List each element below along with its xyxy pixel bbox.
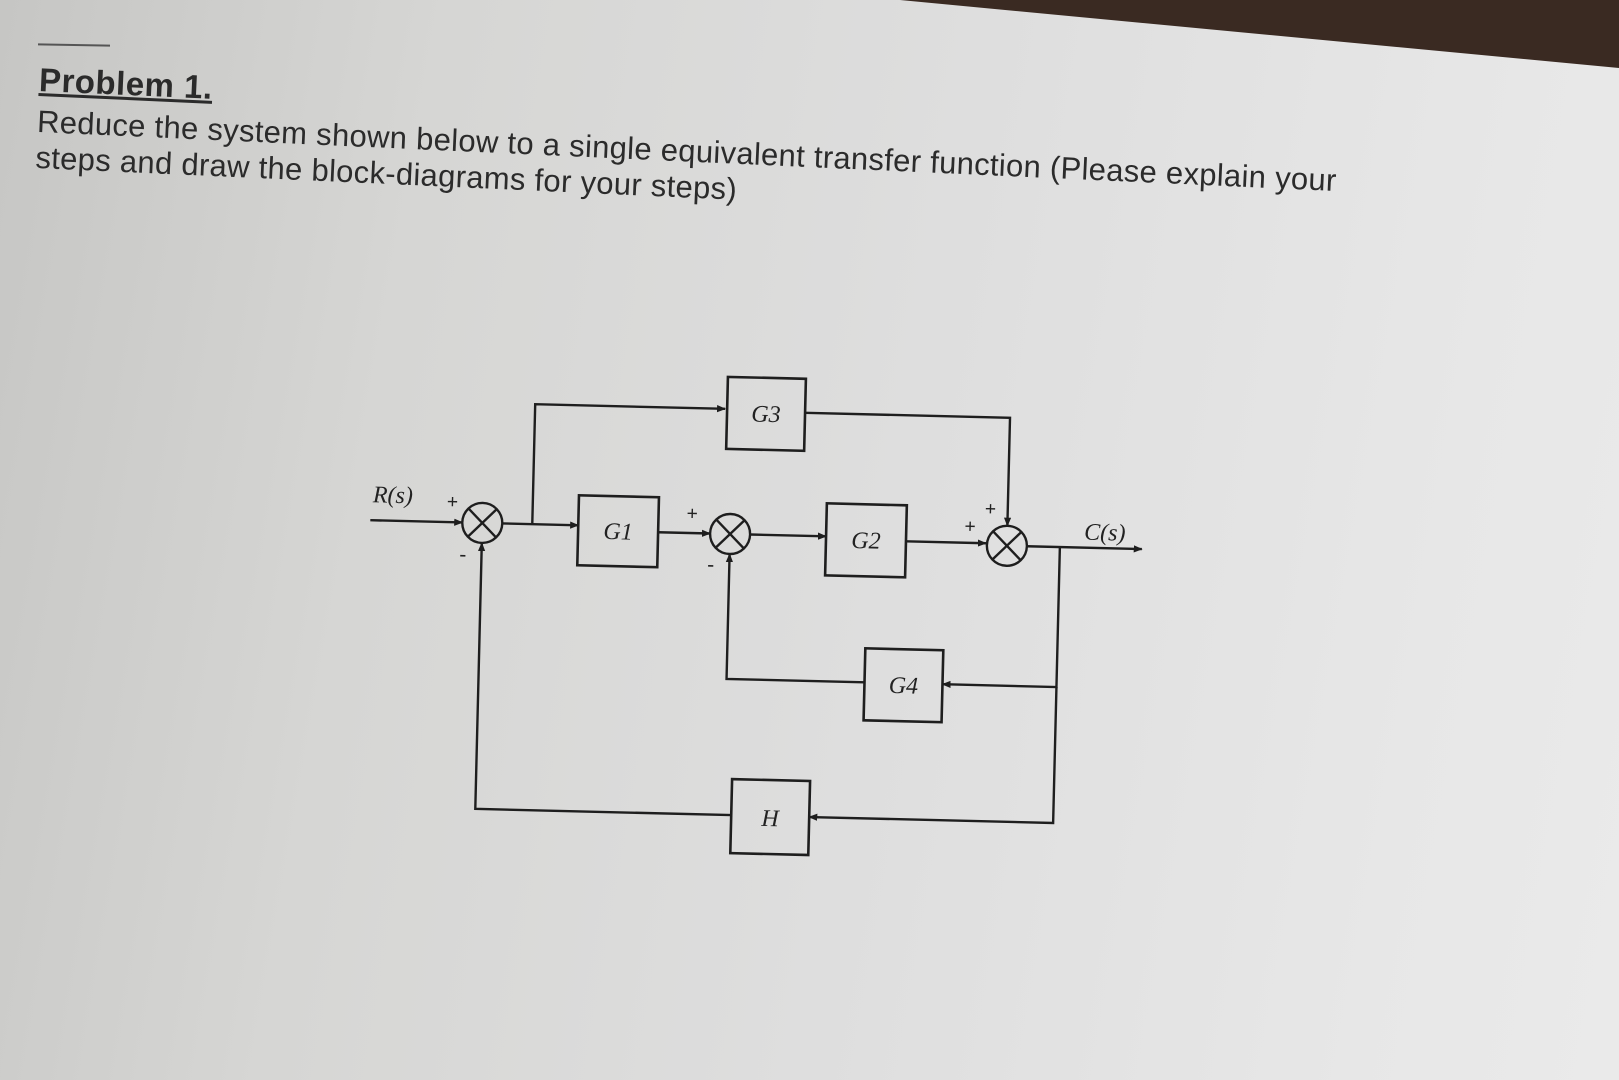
block-h-label: H — [760, 806, 781, 832]
wire-g4-sum2 — [725, 553, 865, 684]
wire-g1-sum2 — [658, 529, 711, 537]
block-diagram: R(s) C(s) G1 G3 G2 G4 H + - + - + + — [334, 340, 1207, 901]
summing-junction-1 — [461, 501, 504, 545]
output-wire — [1026, 545, 1143, 553]
wire-output-h — [808, 686, 1058, 825]
block-diagram-svg: R(s) C(s) G1 G3 G2 G4 H + - + - + + — [370, 375, 1143, 857]
block-g1-label: G1 — [603, 519, 633, 546]
sign-sum2-feedback: - — [707, 553, 714, 575]
sign-sum1-feedback: - — [459, 543, 466, 565]
output-label: C(s) — [1084, 520, 1126, 547]
summing-junction-3 — [985, 524, 1029, 567]
block-g2-label: G2 — [851, 528, 881, 555]
input-label: R(s) — [372, 482, 414, 509]
wire-sum2-g2 — [750, 532, 827, 540]
block-g3 — [724, 375, 808, 453]
wire-g3-sum3 — [805, 411, 1012, 527]
sign-sum3-top: + — [985, 498, 997, 520]
block-g4-label: G4 — [888, 673, 918, 700]
block-g4 — [862, 647, 945, 724]
sign-sum2-input: + — [686, 503, 698, 525]
sign-sum3-input: + — [964, 516, 976, 538]
wire-h-sum1 — [474, 542, 732, 817]
wire-g2-sum3 — [905, 539, 987, 547]
summing-junction-2 — [708, 512, 752, 556]
wire-branch-g3 — [531, 402, 727, 525]
input-wire — [370, 518, 464, 526]
wire-sum1-g1 — [502, 521, 580, 529]
sign-sum1-input: + — [447, 491, 459, 513]
block-g3-label: G3 — [751, 401, 781, 428]
